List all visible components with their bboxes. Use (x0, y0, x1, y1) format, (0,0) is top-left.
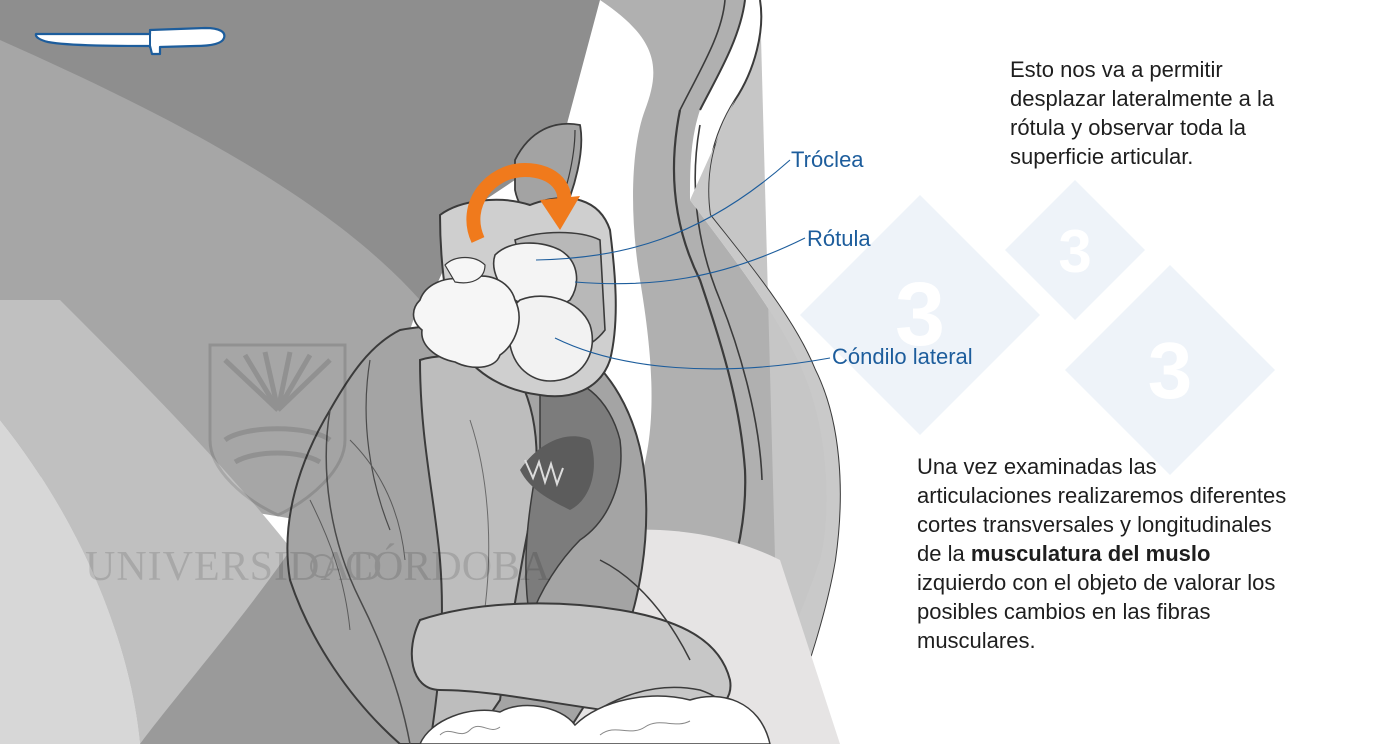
leader-line-condilo (554, 337, 831, 370)
label-condilo-lateral: Cóndilo lateral (832, 344, 973, 369)
leader-lines (535, 159, 831, 370)
paragraph-bottom-line: posibles cambios en las fibras (917, 599, 1211, 624)
watermark-digit: 3 (895, 265, 945, 365)
paragraph-top: Esto nos va a permitir desplazar lateral… (1010, 55, 1274, 171)
leader-line-troclea (535, 159, 791, 261)
paragraph-bottom-line: cortes transversales y longitudinales (917, 512, 1272, 537)
paragraph-top-line: rótula y observar toda la (1010, 115, 1247, 140)
leader-line-rotula (574, 237, 806, 285)
university-watermark-logo: UNIVERSIDAD CÓRDOBA (85, 343, 551, 590)
label-troclea: Tróclea (791, 147, 864, 172)
watermark-digit: 3 (1148, 326, 1193, 415)
paragraph-bottom-line: musculares. (917, 628, 1036, 653)
paragraph-bottom-line: de la musculatura del muslo (917, 539, 1286, 568)
paragraph-bottom: Una vez examinadas las articulaciones re… (917, 452, 1286, 655)
watermark-cordoba-text: CÓRDOBA (345, 543, 551, 590)
rotate-arrow-icon (466, 162, 580, 243)
paragraph-bottom-line: articulaciones realizaremos diferentes (917, 483, 1287, 508)
knife-icon (34, 26, 226, 56)
paragraph-top-line: superficie articular. (1010, 144, 1194, 169)
highlight-musculatura: musculatura del muslo (970, 541, 1211, 566)
paragraph-top-line: desplazar lateralmente a la (1010, 86, 1275, 111)
watermark-university-text: UNIVERSIDAD (85, 544, 383, 590)
label-rotula: Rótula (807, 226, 871, 251)
watermark-digit: 3 (1058, 218, 1091, 285)
paragraph-top-line: Esto nos va a permitir (1010, 57, 1223, 82)
paragraph-bottom-line: izquierdo con el objeto de valorar los (917, 570, 1276, 595)
paragraph-bottom-line: Una vez examinadas las (917, 454, 1157, 479)
paragraph-text: de la (917, 541, 971, 566)
